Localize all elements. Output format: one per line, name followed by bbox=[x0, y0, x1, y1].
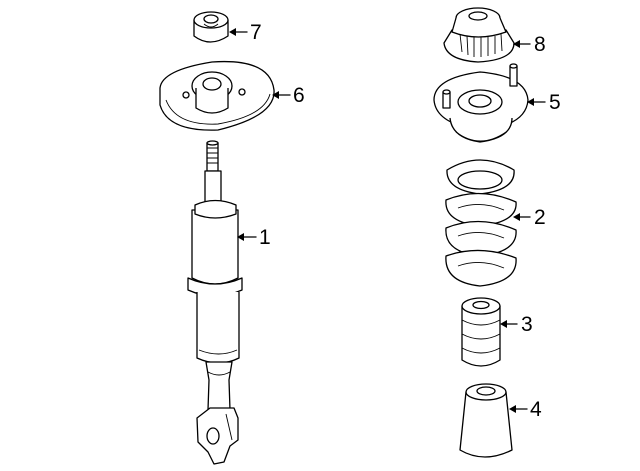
callout-6: 6 bbox=[272, 84, 305, 107]
callout-2: 2 bbox=[513, 206, 546, 229]
part-7-bump-cap bbox=[193, 11, 229, 43]
callout-label-5: 5 bbox=[549, 91, 561, 114]
callout-3: 3 bbox=[500, 313, 533, 336]
callout-7: 7 bbox=[229, 21, 262, 44]
callout-label-6: 6 bbox=[293, 84, 305, 107]
callout-5: 5 bbox=[527, 91, 561, 114]
callout-label-3: 3 bbox=[521, 313, 533, 336]
part-2-coil-spring bbox=[445, 159, 517, 287]
part-5-spring-seat bbox=[433, 63, 529, 143]
callout-label-8: 8 bbox=[534, 33, 546, 56]
callout-label-4: 4 bbox=[530, 398, 542, 421]
callout-8: 8 bbox=[513, 33, 546, 56]
callout-4: 4 bbox=[509, 398, 542, 421]
part-4-dust-boot bbox=[459, 383, 513, 458]
part-8-bearing-cap bbox=[443, 7, 515, 63]
part-1-shock-absorber bbox=[187, 140, 243, 465]
part-6-upper-mount bbox=[159, 60, 275, 131]
callout-label-2: 2 bbox=[534, 206, 546, 229]
callout-1: 1 bbox=[237, 226, 271, 249]
callout-label-1: 1 bbox=[259, 226, 271, 249]
callout-label-7: 7 bbox=[250, 21, 262, 44]
part-3-bump-stop bbox=[461, 297, 501, 367]
